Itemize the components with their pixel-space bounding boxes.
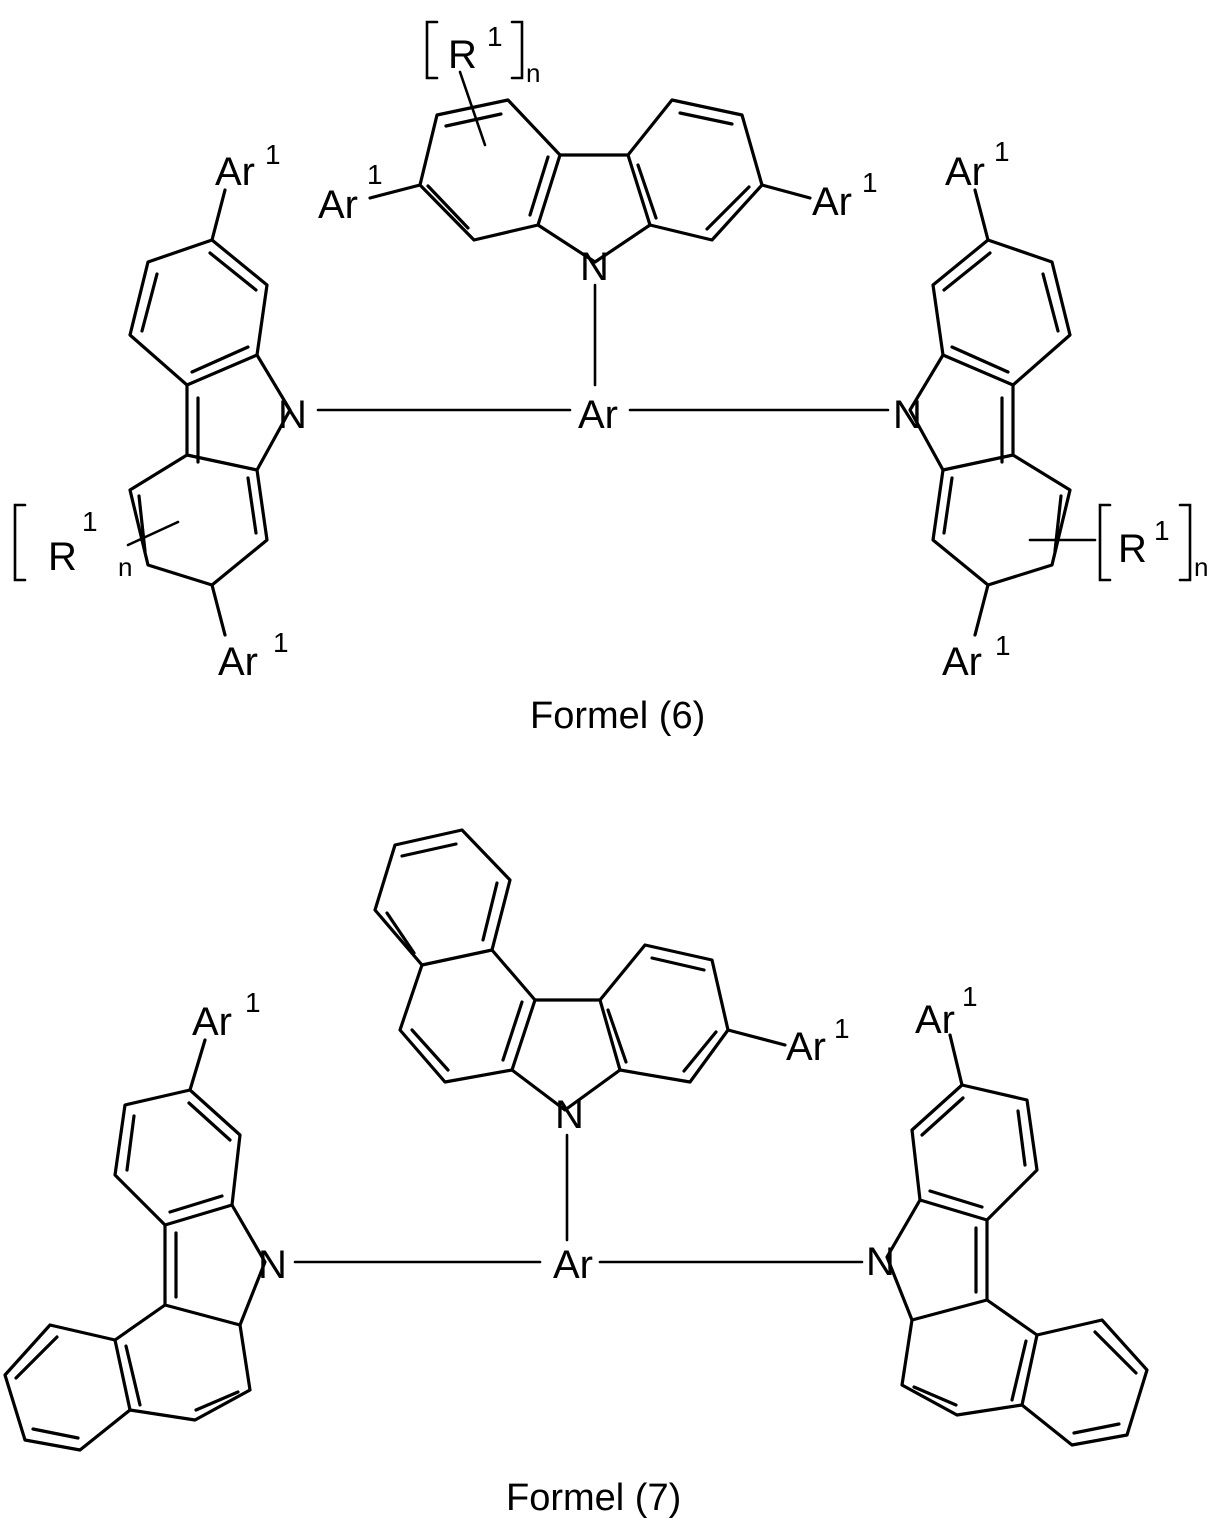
f6-top-carbazole bbox=[370, 22, 810, 385]
f6-top-n: N bbox=[580, 245, 609, 289]
f7-left-ar: Ar bbox=[192, 1000, 232, 1044]
f6-top-right-ar-index: 1 bbox=[862, 167, 878, 198]
f6-top-left-ar-index: 1 bbox=[367, 159, 383, 190]
f6-left-bottom-ar: Ar bbox=[218, 640, 258, 684]
f6-left-top-ar-index: 1 bbox=[265, 139, 281, 170]
f6-top-left-ar: Ar bbox=[318, 183, 358, 227]
f7-central-ar: Ar bbox=[553, 1243, 593, 1287]
f7-left-n: N bbox=[258, 1243, 287, 1287]
f6-r1-top-index: 1 bbox=[487, 21, 503, 52]
f6-right-top-ar-index: 1 bbox=[994, 136, 1010, 167]
f7-top-benzocarbazole bbox=[375, 830, 785, 1240]
formula-7-structure bbox=[5, 830, 1147, 1450]
f6-r1-right-r: R bbox=[1118, 527, 1147, 571]
f6-right-carbazole bbox=[910, 190, 1190, 635]
f6-top-right-ar: Ar bbox=[812, 180, 852, 224]
f6-right-n: N bbox=[893, 393, 922, 437]
f6-r1-left-index: 1 bbox=[82, 506, 98, 537]
f7-top-ar-index: 1 bbox=[834, 1013, 850, 1044]
f7-top-n: N bbox=[555, 1093, 584, 1137]
f6-r1-right-n: n bbox=[1194, 552, 1208, 582]
f7-left-ar-index: 1 bbox=[245, 987, 261, 1018]
f7-left-benzocarbazole bbox=[5, 1040, 265, 1450]
f6-right-top-ar: Ar bbox=[945, 150, 985, 194]
f7-right-ar: Ar bbox=[915, 998, 955, 1042]
f7-right-ar-index: 1 bbox=[962, 981, 978, 1012]
f6-central-ar: Ar bbox=[578, 393, 618, 437]
f7-top-ar: Ar bbox=[786, 1025, 826, 1069]
f6-r1-right-index: 1 bbox=[1154, 515, 1170, 546]
f6-r1-top-r: R bbox=[448, 33, 477, 77]
f6-r1-top-n: n bbox=[526, 58, 540, 88]
f6-left-n: N bbox=[278, 393, 307, 437]
f7-right-benzocarbazole bbox=[887, 1035, 1147, 1445]
f6-r1-left-r: R bbox=[48, 535, 77, 579]
caption-formel-6: Formel (6) bbox=[530, 695, 705, 737]
f7-right-n: N bbox=[866, 1240, 895, 1284]
f6-right-bottom-ar: Ar bbox=[942, 640, 982, 684]
caption-formel-7: Formel (7) bbox=[506, 1477, 681, 1519]
formula-6-structure bbox=[15, 22, 1190, 635]
f6-r1-left-n: n bbox=[118, 552, 132, 582]
f6-left-bottom-ar-index: 1 bbox=[273, 627, 289, 658]
f6-left-top-ar: Ar bbox=[215, 150, 255, 194]
f6-right-bottom-ar-index: 1 bbox=[995, 630, 1011, 661]
